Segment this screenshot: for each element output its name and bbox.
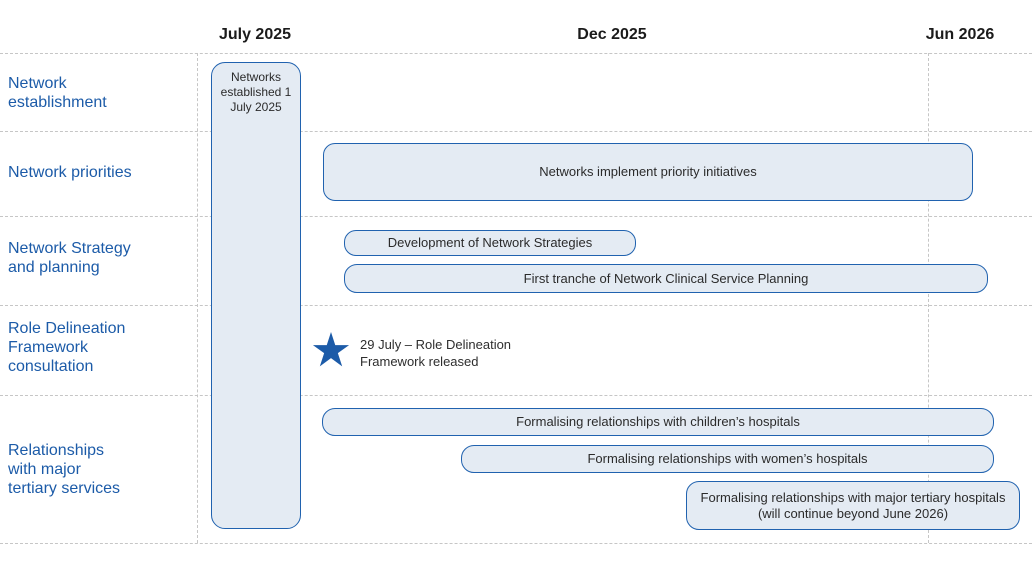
- row-label-line: Framework: [8, 339, 89, 356]
- axis-label-jun-2026: Jun 2026: [925, 26, 995, 43]
- row-label-network-strategy-planning: Network Strategy and planning: [8, 239, 131, 277]
- row-label-line: Role Delineation: [8, 320, 126, 337]
- row-label-line: and planning: [8, 259, 100, 276]
- bar-clinical-service-planning: First tranche of Network Clinical Servic…: [344, 264, 988, 293]
- gridline-horizontal: [0, 131, 1032, 132]
- gridline-horizontal: [0, 543, 1032, 544]
- bar-network-strategies: Development of Network Strategies: [344, 230, 636, 256]
- axis-label-july-2025: July 2025: [218, 26, 292, 43]
- gridline-vertical-july-2025: [197, 53, 198, 543]
- bar-women-hospitals: Formalising relationships with women’s h…: [461, 445, 994, 473]
- milestone-label: 29 July – Role Delineation Framework rel…: [360, 337, 512, 369]
- bar-tertiary-hospitals: Formalising relationships with major ter…: [686, 481, 1020, 530]
- bar-networks-established: Networks established 1 July 2025: [211, 62, 301, 529]
- row-label-line: Network: [8, 75, 67, 92]
- row-label-line: with major: [8, 461, 81, 478]
- row-label-network-establishment: Network establishment: [8, 74, 107, 112]
- row-label-relationships-tertiary-services: Relationships with major tertiary servic…: [8, 441, 120, 498]
- row-label-line: consultation: [8, 358, 94, 375]
- axis-label-dec-2025: Dec 2025: [577, 26, 647, 43]
- row-label-line: Network priorities: [8, 164, 132, 181]
- bar-priority-initiatives: Networks implement priority initiatives: [323, 143, 973, 201]
- bar-children-hospitals: Formalising relationships with children’…: [322, 408, 994, 436]
- row-label-line: establishment: [8, 94, 107, 111]
- gridline-horizontal: [0, 216, 1032, 217]
- gridline-vertical-jun-2026: [928, 53, 929, 543]
- star-icon: [312, 331, 350, 369]
- row-label-line: tertiary services: [8, 480, 121, 497]
- row-label-network-priorities: Network priorities: [8, 163, 132, 182]
- row-label-line: Relationships: [8, 442, 105, 459]
- row-label-role-delineation-consultation: Role Delineation Framework consultation: [8, 319, 125, 376]
- row-label-line: Network Strategy: [8, 240, 131, 257]
- gridline-horizontal: [0, 53, 1032, 54]
- gridline-horizontal: [0, 395, 1032, 396]
- gridline-horizontal: [0, 305, 1032, 306]
